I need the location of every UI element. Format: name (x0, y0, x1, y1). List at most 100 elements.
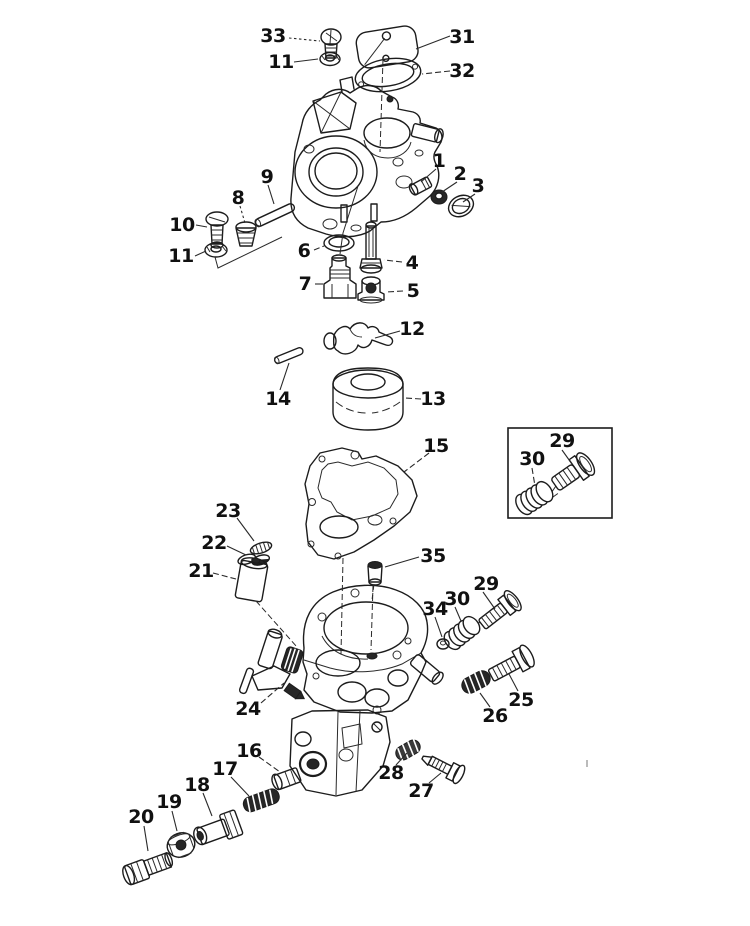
leader-line-11 (194, 250, 207, 257)
part-number-label: 4 (406, 252, 419, 274)
part-callout-30: 30 (519, 448, 545, 487)
part-number-label: 30 (444, 588, 470, 610)
part-callout-30: 30 (444, 588, 470, 622)
upper-carburetor-body (290, 76, 444, 238)
assembly-line (379, 58, 384, 153)
part-callout-24: 24 (235, 682, 285, 720)
inset-box (507, 427, 613, 519)
cam-lever (323, 322, 394, 355)
throttle-stop-screw (487, 644, 535, 682)
part-callout-21: 21 (188, 560, 237, 582)
slotted-screw (447, 194, 475, 218)
needle-jet (359, 221, 383, 274)
part-callout-13: 13 (404, 388, 446, 410)
vent-plug (367, 561, 383, 586)
plug-spring (242, 788, 280, 813)
plug-8 (235, 221, 257, 247)
scan-artifact (586, 760, 588, 767)
leader-line-1 (420, 168, 437, 183)
part-number-label: 34 (422, 598, 448, 620)
part-callout-7: 7 (299, 273, 323, 295)
leader-line-13 (404, 397, 422, 400)
cover-gasket (354, 57, 422, 93)
part-number-label: 20 (128, 806, 154, 828)
leader-line-26 (479, 692, 491, 708)
cover-screw-washer (319, 51, 341, 67)
jet-washer (323, 234, 355, 252)
assembly-line (214, 236, 283, 269)
part-callout-2: 2 (441, 163, 467, 193)
leader-line-10 (195, 224, 208, 228)
part-number-label: 9 (261, 166, 274, 188)
leader-line-4 (383, 259, 403, 263)
part-number-label: 29 (473, 573, 498, 595)
small-o-ring (436, 638, 450, 650)
part-callout-11: 11 (168, 245, 207, 267)
inlet-lever-assembly (238, 628, 306, 700)
part-number-label: 18 (184, 774, 210, 796)
fuel-bowl-block (289, 709, 391, 797)
assembly-line (340, 557, 344, 655)
main-jet-holder (323, 254, 357, 299)
leader-line-9 (267, 184, 275, 205)
part-callout-26: 26 (479, 692, 508, 727)
part-number-label: 1 (433, 150, 446, 172)
lever-pin (273, 347, 304, 365)
idle-screw-spring (443, 615, 481, 651)
assembly-line (552, 491, 561, 498)
leader-line-14 (279, 362, 290, 391)
leader-line-5 (385, 290, 404, 293)
mixture-screw-spring (395, 739, 421, 761)
leader-line-27 (428, 772, 442, 784)
part-callout-19: 19 (156, 791, 182, 832)
part-callout-17: 17 (212, 758, 250, 797)
part-number-label: 13 (420, 388, 445, 410)
part-callout-6: 6 (298, 240, 325, 262)
part-callout-34: 34 (422, 598, 448, 638)
lock-nut (166, 831, 196, 859)
part-number-label: 27 (408, 780, 433, 802)
sealing-ring (430, 189, 448, 205)
part-callout-15: 15 (403, 435, 449, 473)
part-number-label: 24 (235, 698, 261, 720)
part-number-label: 19 (156, 791, 181, 813)
assembly-line (339, 185, 359, 255)
leader-line-33 (288, 37, 321, 42)
leader-line-21 (212, 572, 237, 580)
leader-line-32 (421, 70, 451, 75)
leader-line-6 (313, 245, 325, 251)
part-callout-4: 4 (383, 252, 419, 274)
leader-line-24 (260, 682, 285, 704)
part-number-label: 8 (232, 187, 245, 209)
idle-screw (476, 590, 522, 630)
part-callout-29: 29 (549, 430, 575, 465)
part-number-label: 28 (378, 762, 404, 784)
bowl-plug (271, 767, 302, 791)
part-callout-28: 28 (378, 752, 408, 784)
body-gasket (304, 447, 418, 560)
assembly-line (255, 600, 298, 648)
part-number-label: 2 (454, 163, 467, 185)
part-callout-25: 25 (508, 673, 534, 711)
part-number-label: 23 (215, 500, 240, 522)
leader-line-35 (384, 556, 420, 568)
part-callout-5: 5 (385, 280, 420, 302)
part-callout-33: 33 (260, 25, 321, 47)
part-number-label: 22 (201, 532, 226, 554)
part-number-label: 31 (449, 26, 474, 48)
leader-line-17 (230, 776, 250, 797)
part-callout-10: 10 (169, 214, 208, 236)
leader-line-19 (171, 810, 178, 832)
leader-line-31 (415, 35, 451, 50)
leader-line-22 (226, 545, 247, 556)
part-callout-29: 29 (473, 573, 499, 610)
leader-line-23 (236, 517, 255, 542)
part-callout-3: 3 (462, 175, 485, 203)
part-number-label: 3 (472, 175, 485, 197)
leader-line-2 (441, 181, 458, 193)
drain-bolt (122, 852, 174, 886)
part-number-label: 26 (482, 705, 508, 727)
part-callout-22: 22 (201, 532, 247, 556)
